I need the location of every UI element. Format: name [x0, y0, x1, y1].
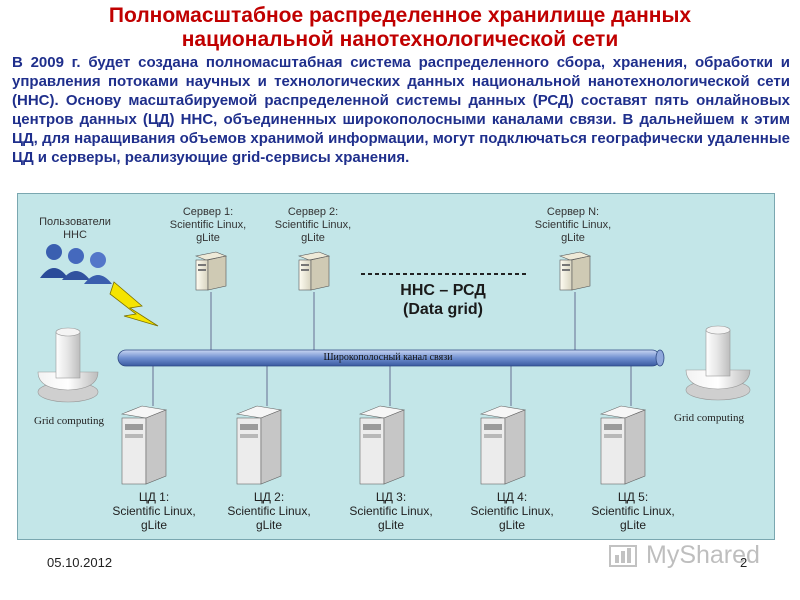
datacenter-5-icon [599, 405, 647, 485]
datacenter-5-name: ЦД 5: [617, 490, 649, 504]
datacenter-1-mw: gLite [140, 518, 168, 532]
diagram-graphics [37, 244, 751, 485]
title-line-1: Полномасштабное распределенное хранилище… [108, 4, 692, 27]
server-1-label: Сервер 1: Scientific Linux, gLite [138, 206, 278, 245]
datacenter-2-os: Scientific Linux, [227, 504, 311, 518]
datacenter-5-os: Scientific Linux, [591, 504, 675, 518]
server-n-mw: gLite [561, 232, 585, 244]
users-icon [40, 244, 112, 284]
datacenter-1-name: ЦД 1: [138, 490, 170, 504]
network-label-line-2: (Data grid) [403, 301, 483, 318]
users-label-line-1: Пользователи [39, 216, 111, 228]
watermark-logo-icon [609, 545, 637, 567]
server-2-os: Scientific Linux, [274, 219, 352, 231]
datacenter-connectors [152, 364, 632, 406]
datacenter-2-mw: gLite [255, 518, 283, 532]
datacenter-4-label: ЦД 4: Scientific Linux, gLite [452, 490, 572, 532]
datacenter-4-name: ЦД 4: [496, 490, 528, 504]
lightning-icon [109, 281, 159, 327]
datacenter-4-mw: gLite [498, 518, 526, 532]
server-1-mw: gLite [196, 232, 220, 244]
server-2-icon [297, 251, 331, 291]
datacenter-3-mw: gLite [377, 518, 405, 532]
grid-computing-left-label: Grid computing [34, 415, 104, 427]
grid-computing-right-label: Grid computing [674, 412, 744, 424]
datacenter-2-icon [235, 405, 283, 485]
server-1-os: Scientific Linux, [169, 219, 247, 231]
grid-computing-left-icon [37, 327, 99, 403]
datacenter-3-label: ЦД 3: Scientific Linux, gLite [331, 490, 451, 532]
server-n-icon [558, 251, 592, 291]
network-label: ННС – РСД (Data grid) [368, 281, 518, 319]
server-2-label: Сервер 2: Scientific Linux, gLite [243, 206, 383, 245]
channel-label: Широкополосный канал связи [323, 352, 453, 363]
server-n-label: Сервер N: Scientific Linux, gLite [503, 206, 643, 245]
datacenter-1-os: Scientific Linux, [112, 504, 196, 518]
datacenter-2-name: ЦД 2: [253, 490, 285, 504]
datacenter-2-label: ЦД 2: Scientific Linux, gLite [209, 490, 329, 532]
broadband-channel [117, 349, 665, 367]
datacenter-3-name: ЦД 3: [375, 490, 407, 504]
title-line-2: национальной нанотехнологической сети [181, 28, 619, 51]
intro-paragraph: В 2009 г. будет создана полномасштабная … [12, 54, 790, 166]
datacenter-4-os: Scientific Linux, [470, 504, 554, 518]
architecture-diagram: Широкополосный канал связи Пользователи … [17, 193, 775, 540]
server-2-mw: gLite [301, 232, 325, 244]
server-1-name: Сервер 1: [182, 206, 234, 218]
server-2-name: Сервер 2: [287, 206, 339, 218]
users-label-line-2: ННС [63, 229, 87, 241]
datacenter-5-label: ЦД 5: Scientific Linux, gLite [573, 490, 693, 532]
datacenter-5-mw: gLite [619, 518, 647, 532]
watermark-text: MyShared [646, 541, 760, 569]
page-number: 2 [740, 555, 748, 570]
grid-computing-right-icon [685, 325, 751, 401]
users-label: Пользователи ННС [30, 216, 120, 242]
datacenter-3-os: Scientific Linux, [349, 504, 433, 518]
datacenter-3-icon [358, 405, 406, 485]
slide-date: 05.10.2012 [47, 555, 113, 570]
server-n-os: Scientific Linux, [534, 219, 612, 231]
server-connectors [210, 292, 576, 352]
datacenter-4-icon [479, 405, 527, 485]
slide-title: Полномасштабное распределенное хранилище… [40, 4, 760, 52]
server-1-icon [194, 251, 228, 291]
datacenter-1-icon [120, 405, 168, 485]
server-n-name: Сервер N: [546, 206, 600, 218]
datacenter-1-label: ЦД 1: Scientific Linux, gLite [94, 490, 214, 532]
network-label-line-1: ННС – РСД [400, 282, 486, 299]
